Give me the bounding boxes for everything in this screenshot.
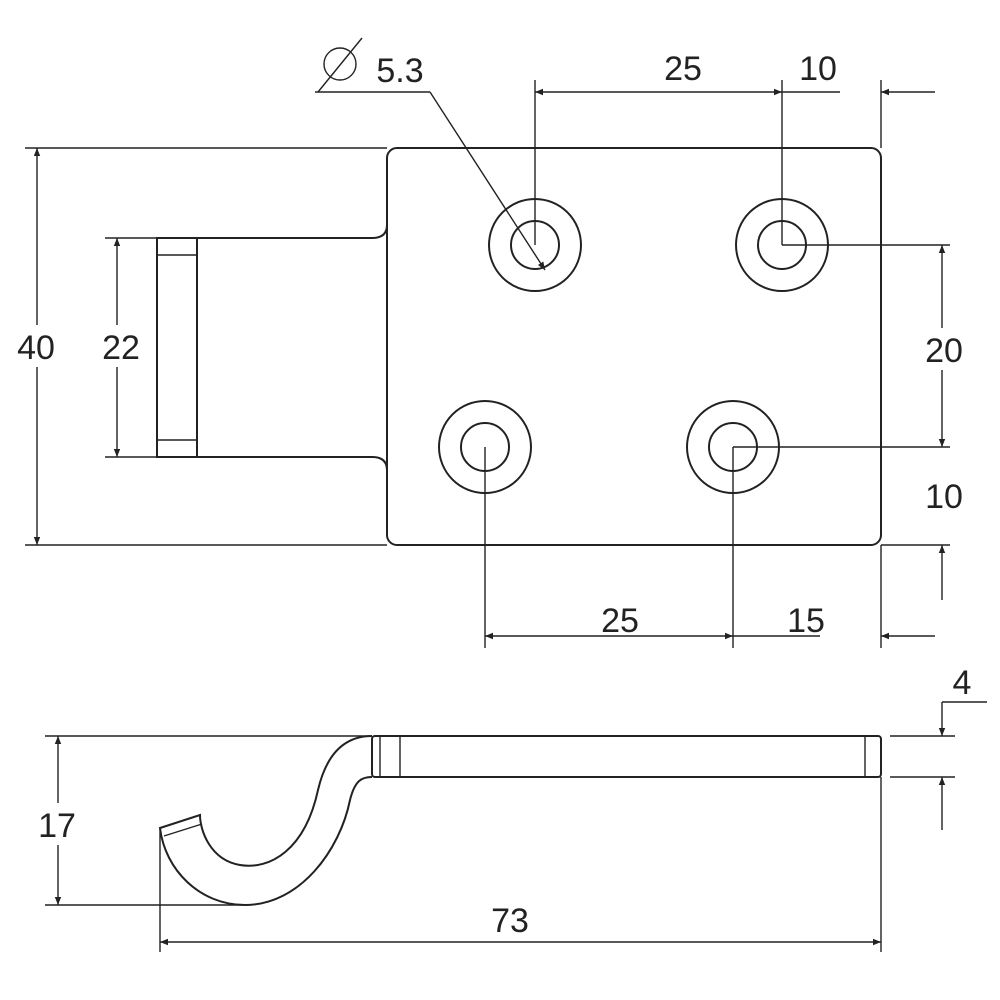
tab-outline (156, 224, 388, 471)
plate-outline (386, 147, 882, 546)
top-view (156, 147, 882, 546)
dim-hole-vertical-spacing: 20 (925, 332, 963, 370)
diameter-symbol-icon (323, 47, 357, 81)
top-view-dimensions: 5.3 25 10 40 22 20 10 (10, 37, 975, 648)
dim-top-hole-spacing: 25 (664, 50, 702, 88)
side-view (158, 735, 882, 907)
plate-side (371, 735, 882, 778)
dim-bottom-hole-spacing: 25 (601, 602, 639, 640)
dim-top-right-offset: 10 (799, 50, 837, 88)
side-view-dimensions: 17 73 4 (30, 664, 987, 952)
dim-overall-length: 73 (491, 902, 529, 940)
dim-side-height: 17 (38, 807, 76, 845)
dim-tab-height: 22 (102, 329, 140, 367)
hook-profile (158, 735, 373, 907)
dim-bottom-offset: 10 (925, 478, 963, 516)
dim-overall-height: 40 (17, 329, 55, 367)
holes (438, 198, 829, 494)
dim-bottom-right-offset: 15 (787, 602, 825, 640)
dim-hole-diameter: 5.3 (376, 52, 423, 90)
dim-thickness: 4 (953, 664, 972, 702)
